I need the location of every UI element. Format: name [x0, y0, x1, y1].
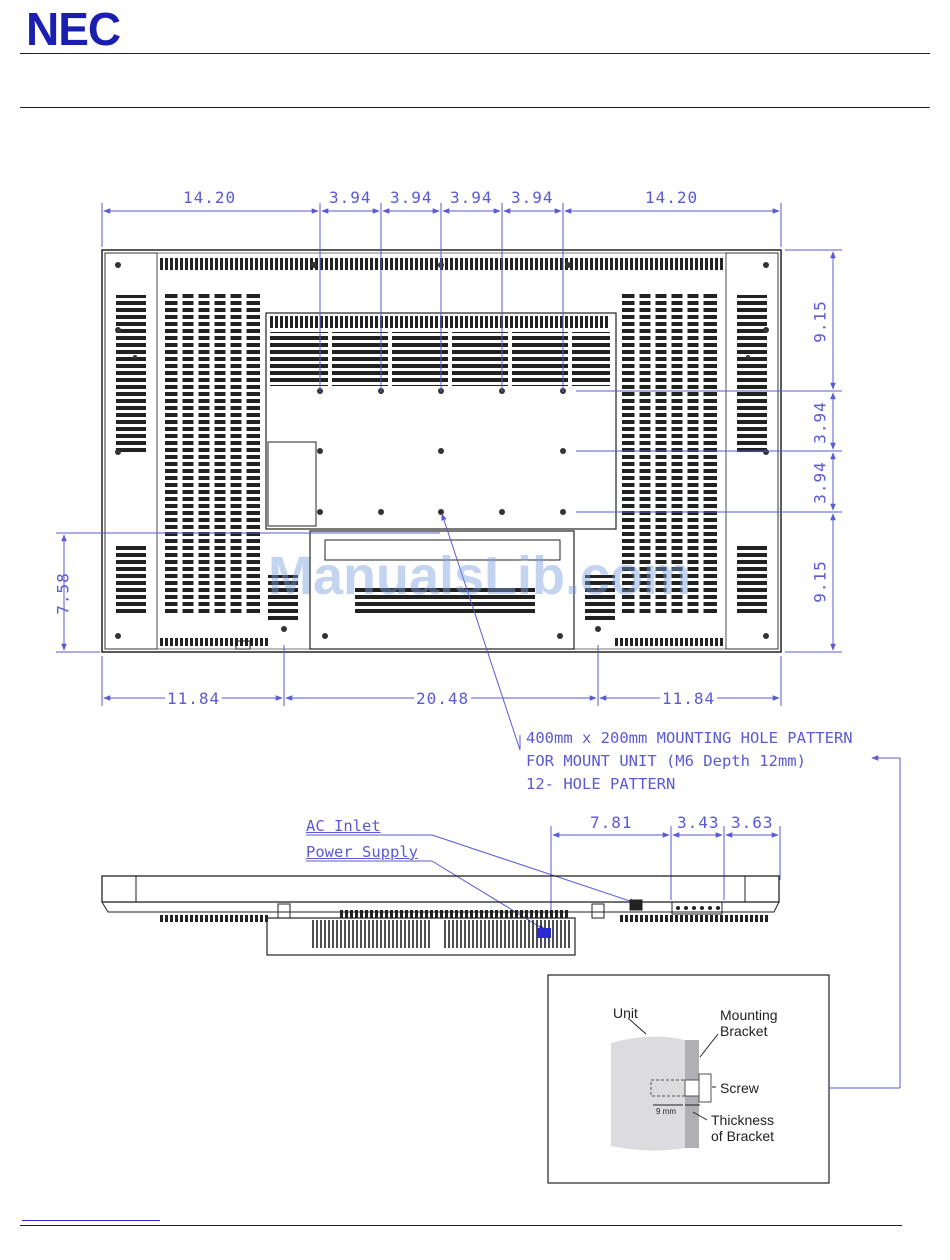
- dim-bottom-center: 20.48: [414, 690, 471, 708]
- bottom-view: [102, 876, 779, 955]
- dim-bottom-left: 11.84: [165, 690, 222, 708]
- dim-top-1: 3.94: [329, 189, 372, 207]
- footer-link[interactable]: [22, 1220, 160, 1221]
- dim-left: 7.58: [54, 569, 73, 619]
- mounting-note-line2: FOR MOUNT UNIT (M6 Depth 12mm): [526, 750, 806, 773]
- dim-top-4: 3.94: [511, 189, 554, 207]
- dim-bottomview-3: 3.63: [731, 814, 774, 832]
- dim-top-left: 14.20: [183, 189, 236, 207]
- mounting-note-line1: 400mm x 200mm MOUNTING HOLE PATTERN: [526, 727, 853, 750]
- dim-top-2: 3.94: [390, 189, 433, 207]
- ac-inlet-label: AC Inlet: [306, 817, 381, 835]
- inset-thickness-label-2: of Bracket: [711, 1128, 774, 1144]
- dim-right-2: 3.94: [811, 398, 830, 448]
- power-supply-label: Power Supply: [306, 843, 418, 861]
- dim-right-4: 9.15: [811, 557, 830, 607]
- bracket-inset: [548, 975, 829, 1183]
- dim-right-1: 9.15: [811, 297, 830, 347]
- footer-rule: [20, 1225, 902, 1226]
- inset-thickness-label-1: Thickness: [711, 1112, 774, 1128]
- dim-bottom-right: 11.84: [660, 690, 717, 708]
- inset-bracket-label-1: Mounting: [720, 1007, 778, 1023]
- inset-unit-label: Unit: [613, 1005, 638, 1021]
- watermark: ManualsLib.com: [268, 545, 691, 607]
- mounting-note-line3: 12- HOLE PATTERN: [526, 773, 675, 796]
- dim-top-right: 14.20: [645, 189, 698, 207]
- dim-bottomview-1: 7.81: [590, 814, 633, 832]
- inset-screw-label: Screw: [720, 1080, 759, 1096]
- dim-right-3: 3.94: [811, 458, 830, 508]
- dim-top-3: 3.94: [450, 189, 493, 207]
- inset-bracket-label-2: Bracket: [720, 1023, 767, 1039]
- dim-bottomview-2: 3.43: [677, 814, 720, 832]
- inset-depth-label: 9 mm: [656, 1107, 676, 1116]
